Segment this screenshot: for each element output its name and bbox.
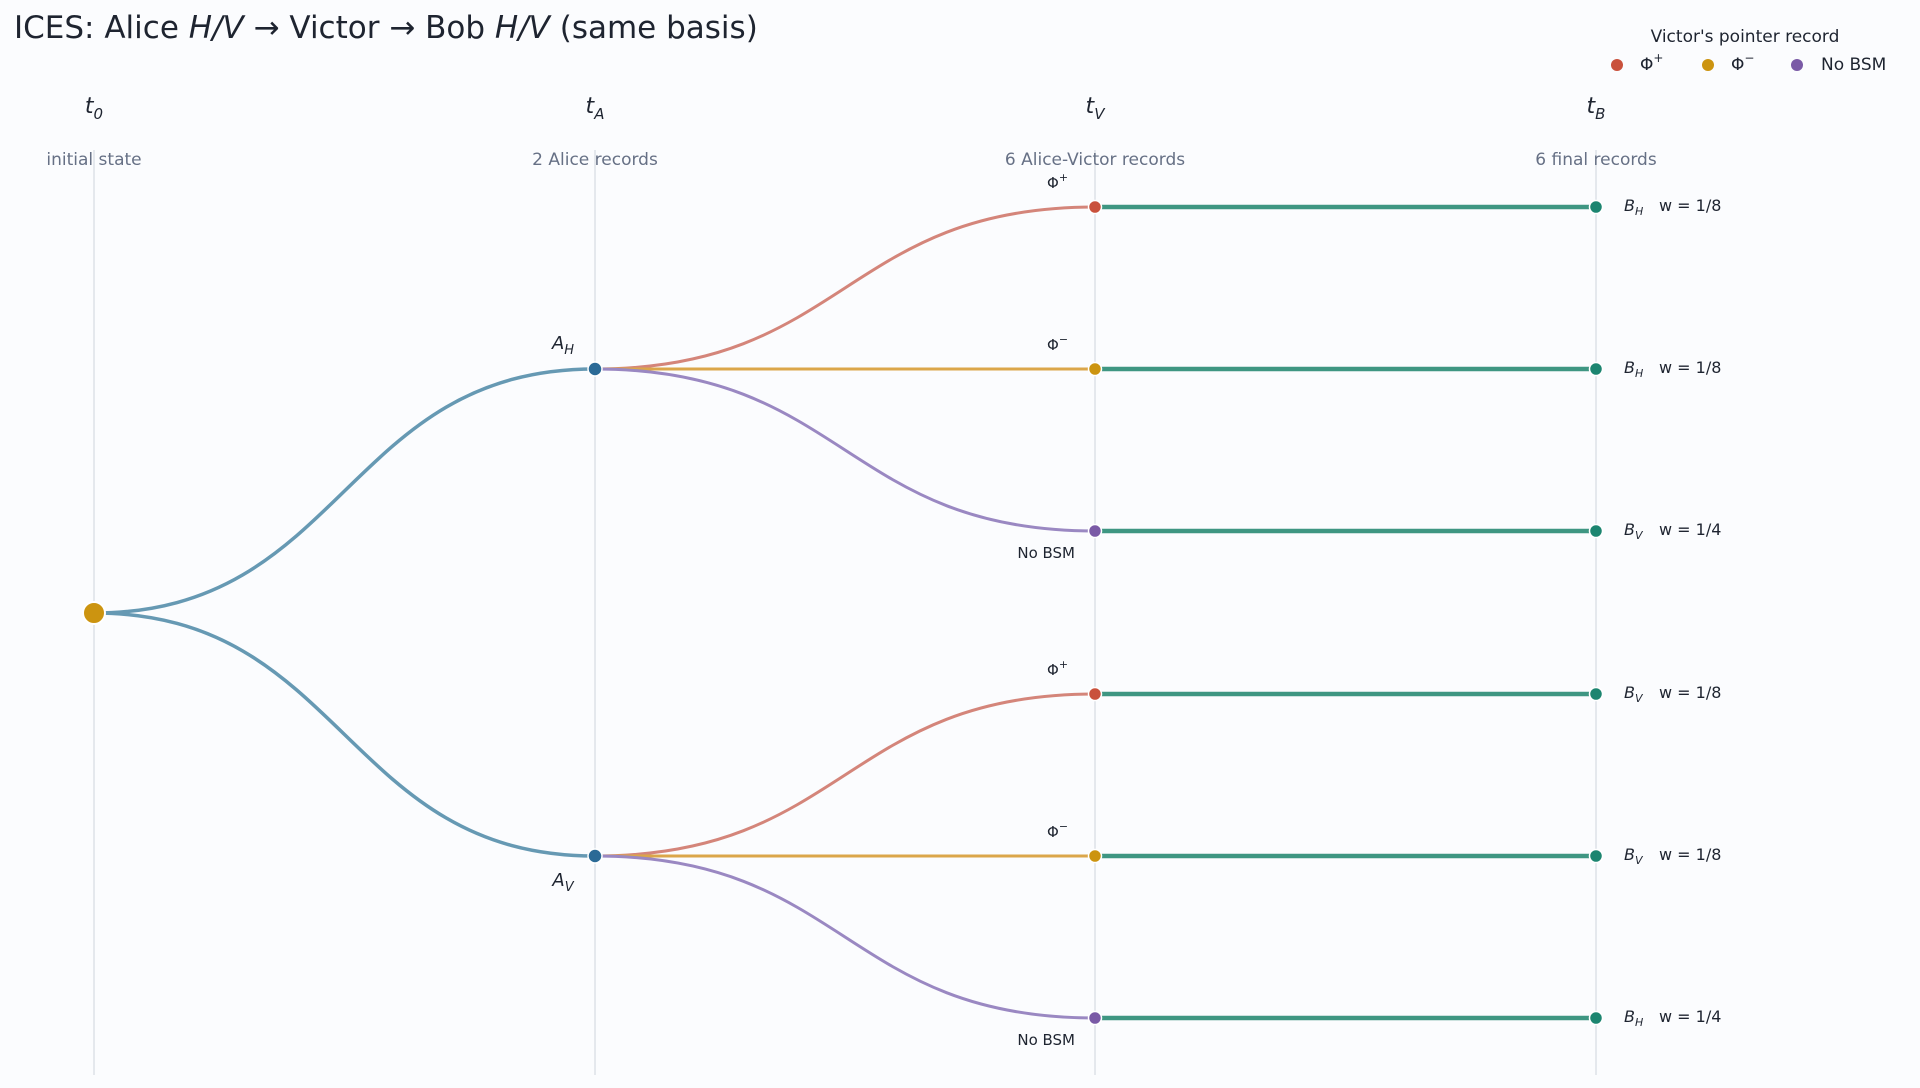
victor-label-5: No BSM	[1017, 1031, 1075, 1049]
edge-root-alice-1	[93, 611, 596, 858]
victor-node-0	[1087, 199, 1103, 215]
root-node	[82, 601, 106, 625]
victor-label-4: Φ−	[1047, 820, 1068, 841]
legend-item-phi-minus: Φ−	[1702, 51, 1754, 75]
edge-alice-victor-5	[594, 854, 1096, 1020]
final-node-5	[1588, 1010, 1604, 1026]
legend-title: Victor's pointer record	[1651, 27, 1840, 47]
final-node-2	[1588, 523, 1604, 539]
alice-node-1	[587, 848, 603, 864]
victor-node-1	[1087, 361, 1103, 377]
victor-label-1: Φ−	[1047, 333, 1068, 354]
edge-alice-victor-2	[594, 367, 1096, 533]
stage-time-0: t0	[85, 94, 103, 123]
final-node-3	[1588, 686, 1604, 702]
victor-label-3: Φ+	[1047, 658, 1068, 679]
legend-marker-no-bsm	[1791, 59, 1803, 71]
final-node-4	[1588, 848, 1604, 864]
edge-alice-victor-3	[594, 692, 1096, 858]
final-weight-1: w = 1/8	[1659, 358, 1721, 377]
final-label-5: BH	[1624, 1007, 1643, 1029]
victor-node-4	[1087, 848, 1103, 864]
final-node-1	[1588, 361, 1604, 377]
alice-node-0	[587, 361, 603, 377]
stage-label-2: 6 Alice-Victor records	[1005, 150, 1185, 170]
final-weight-4: w = 1/8	[1659, 845, 1721, 864]
legend-item-no-bsm: No BSM	[1791, 55, 1886, 75]
stage-label-0: initial state	[46, 150, 141, 170]
edge-root-alice-0	[93, 367, 596, 615]
alice-label-0: AH	[551, 333, 574, 358]
final-label-2: BV	[1624, 520, 1644, 542]
victor-label-0: Φ+	[1047, 171, 1068, 192]
stage-label-3: 6 final records	[1535, 150, 1657, 170]
edge-alice-victor-0	[594, 205, 1096, 371]
branch-edges	[93, 204, 1596, 1021]
legend-label-phi-plus: Φ+	[1640, 51, 1663, 75]
legend-marker-phi-minus	[1702, 59, 1714, 71]
stage-time-1: tA	[586, 94, 605, 123]
final-label-4: BV	[1624, 845, 1644, 867]
final-weight-3: w = 1/8	[1659, 683, 1721, 702]
final-label-1: BH	[1624, 358, 1643, 380]
victor-node-5	[1087, 1010, 1103, 1026]
final-label-0: BH	[1624, 196, 1643, 218]
legend-item-phi-plus: Φ+	[1611, 51, 1663, 75]
stage-time-3: tB	[1587, 94, 1606, 123]
victor-label-2: No BSM	[1017, 544, 1075, 562]
stage-headers: t0 initial state tA 2 Alice records tV 6 Alic…	[46, 94, 1656, 170]
diagram-title: ICES: Alice H/V → Victor → Bob H/V (same…	[14, 10, 758, 46]
legend-label-phi-minus: Φ−	[1731, 51, 1754, 75]
final-label-3: BV	[1624, 683, 1644, 705]
alice-label-1: AV	[551, 870, 574, 895]
legend: Victor's pointer record Φ+ Φ− No BSM	[1611, 27, 1886, 75]
final-weight-0: w = 1/8	[1659, 196, 1721, 215]
legend-marker-phi-plus	[1611, 59, 1623, 71]
final-node-0	[1588, 199, 1604, 215]
branch-nodes	[82, 199, 1604, 1026]
stage-label-1: 2 Alice records	[532, 150, 658, 170]
final-weight-5: w = 1/4	[1659, 1007, 1721, 1026]
victor-node-2	[1087, 523, 1103, 539]
legend-label-no-bsm: No BSM	[1821, 55, 1886, 75]
stage-time-2: tV	[1086, 94, 1107, 123]
victor-node-3	[1087, 686, 1103, 702]
final-weight-2: w = 1/4	[1659, 520, 1721, 539]
